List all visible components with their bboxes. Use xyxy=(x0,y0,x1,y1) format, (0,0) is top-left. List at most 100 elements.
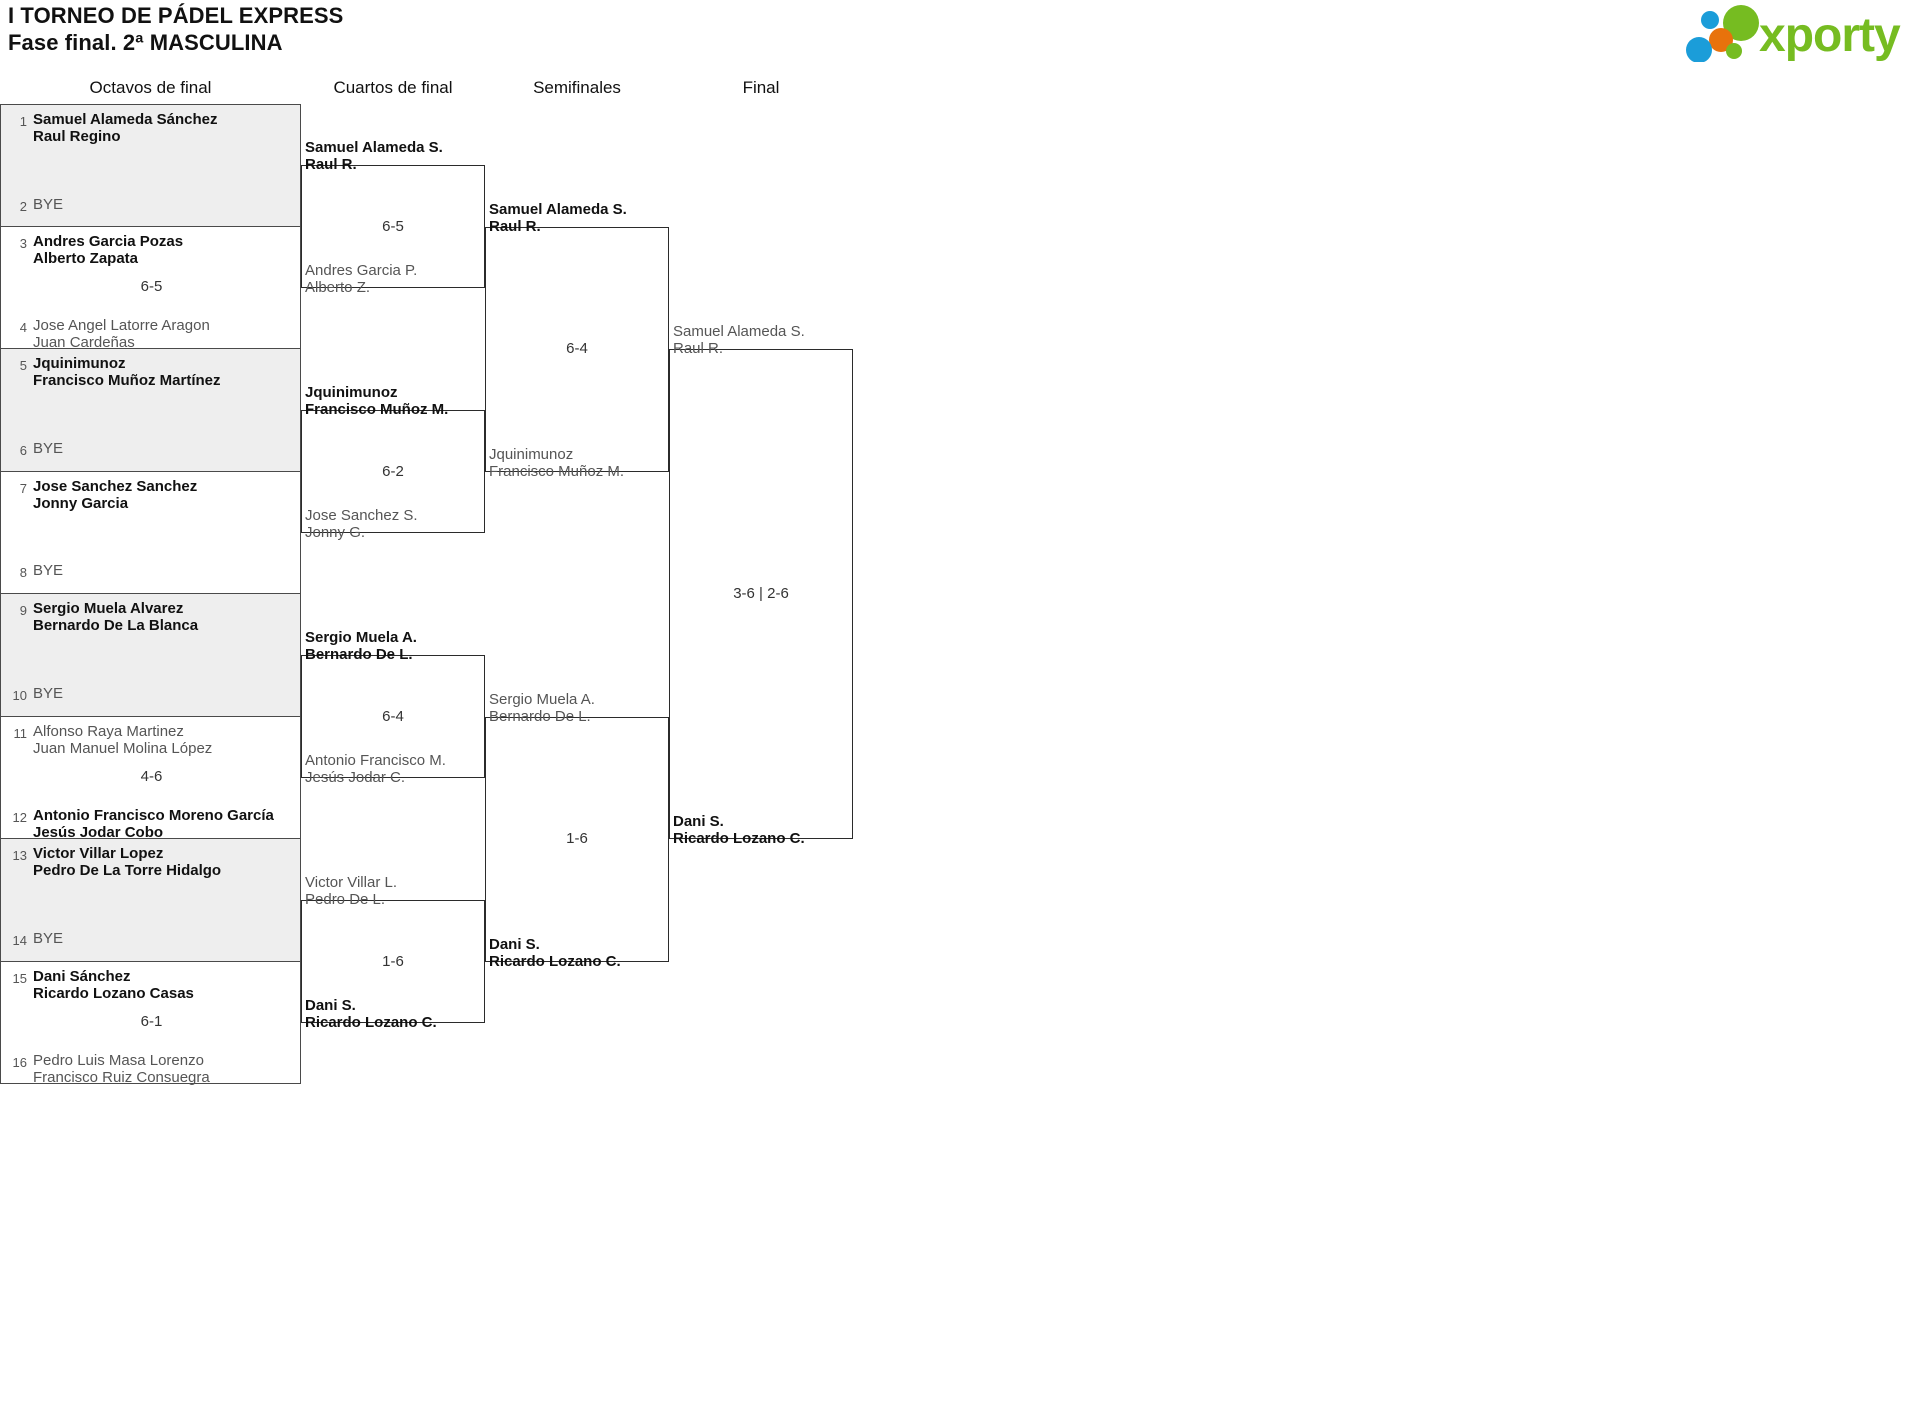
player-name: Jquinimunoz xyxy=(33,355,126,372)
seed-number: 8 xyxy=(19,565,27,580)
match-score: 1-6 xyxy=(382,952,404,970)
bracket-entry-bottom[interactable]: Antonio Francisco M.Jesús Jodar C. xyxy=(305,752,446,786)
player-name: Bernardo De La Blanca xyxy=(33,617,199,634)
player-name: Jquinimunoz xyxy=(489,445,574,463)
bracket-entry-bottom[interactable]: Jose Sanchez S.Jonny G. xyxy=(305,507,418,541)
match-score: 1-6 xyxy=(566,830,588,847)
bracket-entry-top[interactable]: Sergio Muela A.Bernardo De L. xyxy=(305,629,417,663)
round-header-octavos: Octavos de final xyxy=(89,78,212,97)
player-name: Andres Garcia Pozas xyxy=(33,232,184,250)
bracket-entry-bottom[interactable]: Andres Garcia P.Alberto Z. xyxy=(305,262,417,296)
round-header-cuartos: Cuartos de final xyxy=(333,78,453,97)
round1-score: 4-6 xyxy=(140,767,163,785)
player-name: Victor Villar L. xyxy=(305,874,397,892)
round1-score: 6-5 xyxy=(140,277,163,295)
player-name: Ricardo Lozano C. xyxy=(673,830,805,847)
bracket-connector-box[interactable]: 6-4 xyxy=(485,226,669,472)
bracket-entry-bottom[interactable]: Dani S.Ricardo Lozano C. xyxy=(489,936,621,970)
bracket-entry-bottom[interactable]: Dani S.Ricardo Lozano C. xyxy=(305,997,437,1031)
bracket-connector-box[interactable]: 1-6 xyxy=(485,716,669,962)
xporty-logo[interactable]: xporty xyxy=(1655,4,1905,62)
bracket-connector-box[interactable]: 6-4 xyxy=(301,655,485,778)
player-name: Antonio Francisco Moreno García xyxy=(33,807,274,824)
seed-number: 15 xyxy=(12,970,27,986)
seed-number: 13 xyxy=(12,848,27,863)
player-name: Samuel Alameda S. xyxy=(305,139,443,157)
player-name: Ricardo Lozano C. xyxy=(305,1013,437,1031)
bracket-entry-bottom[interactable]: Dani S.Ricardo Lozano C. xyxy=(673,813,805,847)
seed-number: 16 xyxy=(12,1055,27,1070)
bracket-entry-top[interactable]: Samuel Alameda S.Raul R. xyxy=(673,323,805,357)
player-name: Pedro De La Torre Hidalgo xyxy=(33,862,222,879)
title-block: I TORNEO DE PÁDEL EXPRESS Fase final. 2ª… xyxy=(8,2,343,56)
player-name: Pedro De L. xyxy=(305,891,386,909)
bye-label: BYE xyxy=(33,929,64,947)
player-name: Ricardo Lozano Casas xyxy=(33,984,194,1002)
svg-text:xporty: xporty xyxy=(1759,9,1901,62)
player-name: Victor Villar Lopez xyxy=(33,845,164,862)
player-name: Jesús Jodar Cobo xyxy=(33,824,164,841)
player-name: Juan Cardeñas xyxy=(33,334,135,351)
player-name: Francisco Muñoz M. xyxy=(305,401,449,419)
bracket-entry-top[interactable]: Victor Villar L.Pedro De L. xyxy=(305,874,397,908)
bracket-connector-box[interactable]: 6-2 xyxy=(301,410,485,533)
player-name: Jose Angel Latorre Aragon xyxy=(33,317,210,334)
bracket-connector-box[interactable]: 6-5 xyxy=(301,165,485,288)
bye-label: BYE xyxy=(33,684,64,702)
bracket-entry-top[interactable]: Sergio Muela A.Bernardo De L. xyxy=(489,691,595,725)
match-score: 6-5 xyxy=(382,217,404,235)
seed-number: 14 xyxy=(12,932,27,948)
player-name: Dani Sánchez xyxy=(33,967,131,985)
player-name: Raul R. xyxy=(489,217,541,235)
tournament-title: I TORNEO DE PÁDEL EXPRESS xyxy=(8,3,344,28)
bracket-connector-box[interactable]: 3-6 | 2-6 xyxy=(669,349,853,839)
seed-number: 1 xyxy=(19,114,27,129)
round1-entry-bottom[interactable]: 14 BYE xyxy=(1,930,302,949)
match-score: 6-2 xyxy=(382,462,404,480)
match-score: 6-4 xyxy=(382,707,404,725)
player-name: Samuel Alameda S. xyxy=(673,323,805,340)
bracket-entry-top[interactable]: Samuel Alameda S.Raul R. xyxy=(489,201,627,235)
bracket-entry-top[interactable]: Samuel Alameda S.Raul R. xyxy=(305,139,443,173)
player-name: Jquinimunoz xyxy=(305,384,398,402)
player-name: Francisco Muñoz Martínez xyxy=(33,372,221,389)
seed-number: 3 xyxy=(19,235,27,251)
bracket-connector-box[interactable]: 1-6 xyxy=(301,900,485,1023)
player-name: Bernardo De L. xyxy=(305,646,413,664)
logo-wordmark: xporty xyxy=(1759,9,1902,62)
bye-label: BYE xyxy=(33,439,64,457)
